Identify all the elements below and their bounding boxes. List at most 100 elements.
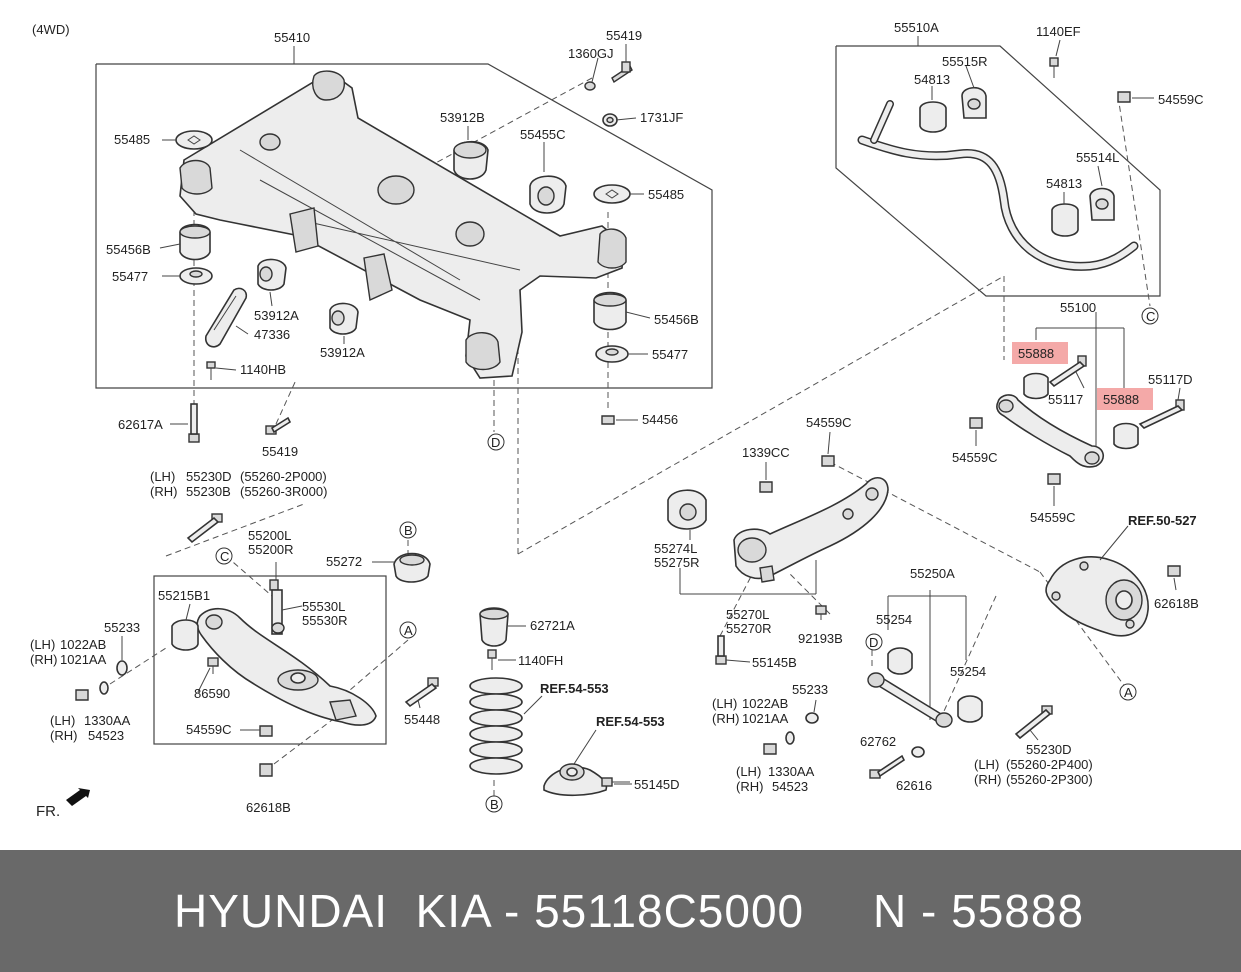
label-54559C-left: 54559C <box>186 722 232 737</box>
bolt-55230D-right[interactable] <box>1014 705 1053 740</box>
bush-55455C[interactable] <box>529 175 567 214</box>
label-54813-2: 54813 <box>1046 176 1082 191</box>
label-54559C-top-right: 54559C <box>1158 92 1204 107</box>
label-rh-1021AA-left: (RH) <box>30 652 57 667</box>
washer-1330AA-middle[interactable] <box>785 731 795 745</box>
bolt-55230D-left[interactable] <box>186 513 223 544</box>
nut-54559C-c[interactable] <box>821 455 835 467</box>
label-55485-left: 55485 <box>114 132 150 147</box>
label-rh-55230B: (RH) <box>150 484 177 499</box>
bolt-1140FH[interactable] <box>487 649 497 670</box>
nut-54559C-left[interactable] <box>259 725 273 737</box>
nut-62618B-left[interactable] <box>259 763 273 777</box>
bolt-55145D[interactable] <box>601 777 630 787</box>
bolt-55419-bottom[interactable] <box>265 416 292 435</box>
nut-54456[interactable] <box>601 415 615 425</box>
upper-arm-55100[interactable] <box>996 394 1104 468</box>
bolt-62617A[interactable] <box>188 403 200 443</box>
bump-stopper-62721A[interactable] <box>479 607 509 647</box>
front-label: FR. <box>36 803 60 820</box>
label-55530R: 55530R <box>302 613 348 628</box>
plate-55485-left[interactable] <box>175 130 213 150</box>
leader-lines <box>121 36 1181 785</box>
plate-55485-right[interactable] <box>593 184 631 204</box>
label-55230B-left: 55230B <box>186 484 231 499</box>
label-rh-55260-2P300: (RH) <box>974 772 1001 787</box>
nut-54559C-a[interactable] <box>969 417 983 429</box>
part-number-banner: HYUNDAI KIA - 55118C5000 N - 55888 <box>0 850 1241 972</box>
washer-55233-left[interactable] <box>116 660 128 676</box>
nut-1339CC[interactable] <box>759 481 773 493</box>
bush-55456B-right[interactable] <box>593 291 627 331</box>
label-55254-2: 55254 <box>950 664 986 679</box>
label-47336: 47336 <box>254 327 290 342</box>
bracket-55514L[interactable] <box>1089 187 1115 221</box>
bush-53912A-2[interactable] <box>329 302 359 335</box>
bolt-55419-top[interactable] <box>611 61 633 84</box>
label-62721A: 62721A <box>530 618 575 633</box>
bush-55215B1[interactable] <box>171 619 199 651</box>
label-55260-2P000: (55260-2P000) <box>240 469 327 484</box>
bush-53912A-1[interactable] <box>257 258 287 291</box>
label-55254-1: 55254 <box>876 612 912 627</box>
bush-55254-2[interactable] <box>957 695 983 723</box>
bush-54813-1[interactable] <box>919 101 947 133</box>
washer-55477-left[interactable] <box>179 267 213 285</box>
bracket-47336[interactable] <box>204 287 248 348</box>
washer-55233-middle[interactable] <box>805 712 819 724</box>
washer-1330AA-left[interactable] <box>99 681 109 695</box>
lower-control-arm-55200[interactable] <box>196 607 377 726</box>
label-54523-left: 54523 <box>88 728 124 743</box>
trailing-arm-55270[interactable] <box>733 477 889 583</box>
bush-53912B[interactable] <box>453 140 489 180</box>
knuckle-ref-50-527[interactable] <box>1045 556 1149 637</box>
label-55477-right: 55477 <box>652 347 688 362</box>
nut-1360GJ[interactable] <box>584 81 596 91</box>
washer-62616[interactable] <box>911 746 925 758</box>
lower-arm-55250A[interactable] <box>867 672 953 728</box>
shock-mount-ref-54-553[interactable] <box>543 763 608 797</box>
washer-1731JF[interactable] <box>602 113 618 127</box>
bolt-62762[interactable] <box>869 754 906 779</box>
bush-55456B-left[interactable] <box>179 223 211 261</box>
spring-seat-55272[interactable] <box>393 552 431 583</box>
bush-55888-upper[interactable] <box>1023 372 1049 400</box>
stabilizer-bar-55510A[interactable] <box>857 100 1139 271</box>
stabilizer-link-55530[interactable] <box>269 579 285 635</box>
label-ref-50-527: REF.50-527 <box>1128 513 1197 528</box>
bush-55888-lower[interactable] <box>1113 422 1139 450</box>
label-1330AA-left: 1330AA <box>84 713 131 728</box>
bolt-1140EF[interactable] <box>1049 57 1059 78</box>
washer-55477-right[interactable] <box>595 345 629 363</box>
label-55260-3R000: (55260-3R000) <box>240 484 327 499</box>
nut-54559C-b[interactable] <box>1047 473 1061 485</box>
label-55456B-right: 55456B <box>654 312 699 327</box>
bush-55274L[interactable] <box>667 489 707 530</box>
label-54559C-c: 54559C <box>806 415 852 430</box>
nut-62618B-right[interactable] <box>1167 565 1181 577</box>
bolt-86590[interactable] <box>207 657 219 674</box>
label-55270R: 55270R <box>726 621 772 636</box>
nut-54559C-top-right[interactable] <box>1117 91 1131 103</box>
label-55117: 55117 <box>1048 392 1083 407</box>
nut-1022AB-middle[interactable] <box>763 743 777 755</box>
label-1021AA-middle: 1021AA <box>742 711 789 726</box>
bracket-55515R[interactable] <box>961 86 987 119</box>
bolt-92193B[interactable] <box>815 605 827 620</box>
crossmember-55410[interactable] <box>179 70 627 379</box>
label-55272: 55272 <box>326 554 362 569</box>
label-62618B-left: 62618B <box>246 800 291 815</box>
coil-spring[interactable] <box>469 677 523 775</box>
bush-54813-2[interactable] <box>1051 203 1079 237</box>
marker-d-arm: D <box>869 635 878 650</box>
label-rh-54523-left: (RH) <box>50 728 77 743</box>
bolt-55117D[interactable] <box>1138 399 1185 429</box>
bolt-55145B[interactable] <box>715 635 727 665</box>
bolt-55448[interactable] <box>404 677 439 708</box>
bolt-1140HB[interactable] <box>206 361 216 380</box>
bolt-55117[interactable] <box>1048 355 1087 388</box>
label-55145D: 55145D <box>634 777 680 792</box>
label-55233-left: 55233 <box>104 620 140 635</box>
bush-55254-1[interactable] <box>887 647 913 675</box>
nut-1022AB-left[interactable] <box>75 689 89 701</box>
